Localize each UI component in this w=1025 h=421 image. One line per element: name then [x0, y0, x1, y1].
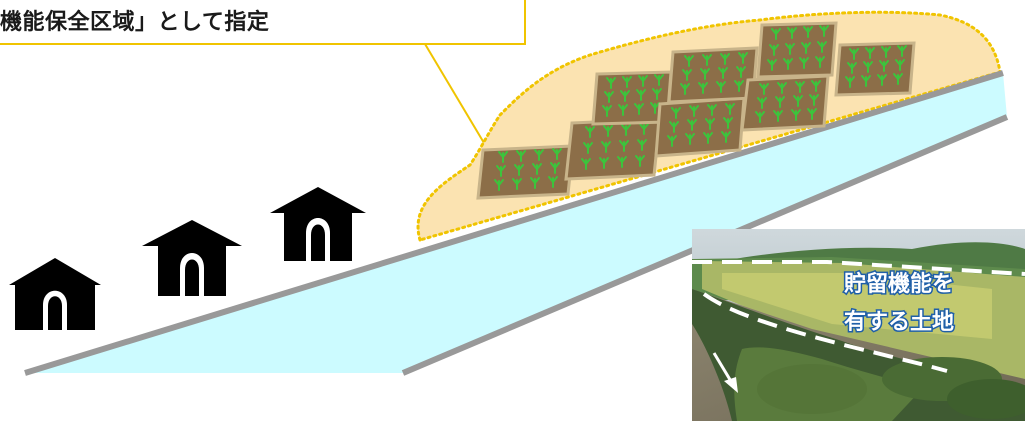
rice-paddies — [476, 21, 916, 200]
house-icon — [270, 187, 366, 261]
rice-paddy-icon — [740, 74, 830, 132]
house-icon — [142, 220, 242, 296]
callout-leader-line — [0, 0, 526, 45]
photo-label-line2: 有する土地 — [844, 309, 954, 335]
photo-label-line1: 貯留機能を — [844, 271, 954, 297]
rice-paddy-icon — [667, 46, 759, 104]
river-bank-left — [24, 70, 1004, 376]
house-icon — [9, 258, 101, 330]
rice-paddy-icon — [564, 117, 662, 181]
rice-paddy-icon — [654, 96, 746, 158]
arrow-icon — [712, 352, 738, 393]
aerial-photo: 貯留機能を 有する土地 — [692, 229, 1025, 421]
callout-pointer-line — [424, 43, 488, 149]
callout-text: 機能保全区域」として指定 — [0, 10, 270, 35]
rice-paddy-icon — [476, 144, 575, 200]
rice-paddy-icon — [834, 41, 916, 97]
rice-paddy-icon — [756, 21, 838, 79]
